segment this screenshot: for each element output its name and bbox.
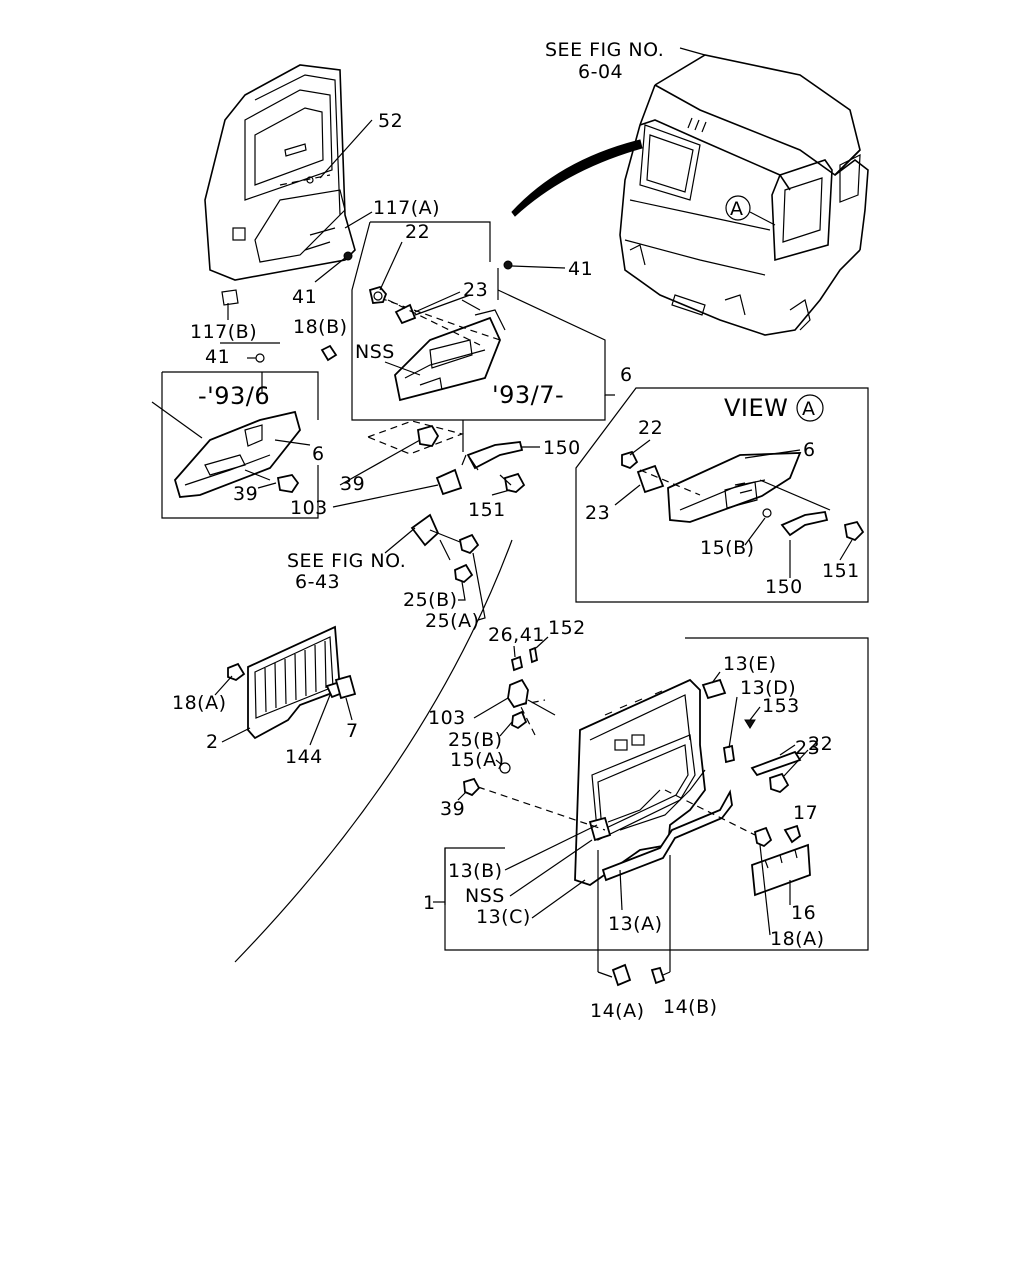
cab-illustration: A	[511, 47, 869, 336]
trim-panel-2	[227, 625, 357, 740]
label-1: 1	[423, 892, 436, 914]
label-39-c: 39	[440, 798, 465, 820]
label-39-a: 39	[233, 483, 258, 505]
see-fig-643-line1: SEE FIG NO.	[287, 550, 406, 572]
view-label-150: 150	[765, 576, 803, 598]
box-93-7	[351, 221, 606, 421]
label-144: 144	[285, 746, 323, 768]
label-13b: 13(B)	[448, 860, 503, 882]
label-6-right: 6	[620, 364, 633, 386]
label-41-left: 41	[292, 286, 317, 308]
see-fig-643-line2: 6-43	[295, 571, 340, 593]
label-25b-b: 25(B)	[448, 729, 503, 751]
label-150: 150	[543, 437, 581, 459]
label-117b: 117(B)	[190, 321, 257, 343]
door-trim-assembly	[444, 637, 869, 951]
callout-a-cab: A	[730, 198, 744, 220]
label-nss-b: NSS	[465, 885, 505, 907]
view-label-15b: 15(B)	[700, 537, 755, 559]
view-label-6: 6	[803, 439, 816, 461]
view-label-22: 22	[638, 417, 663, 439]
label-23-top: 23	[463, 279, 488, 301]
label-117a: 117(A)	[373, 197, 440, 219]
range-93-6: -'93/6	[198, 382, 270, 410]
label-152: 152	[548, 617, 586, 639]
see-fig-604-line1: SEE FIG NO.	[545, 39, 664, 61]
label-25a: 25(A)	[425, 610, 480, 632]
label-6-left: 6	[312, 443, 325, 465]
label-18b: 18(B)	[293, 316, 348, 338]
label-14b: 14(B)	[663, 996, 718, 1018]
label-17: 17	[793, 802, 818, 824]
range-93-7: '93/7-	[492, 381, 564, 409]
label-7: 7	[346, 720, 359, 742]
label-13d: 13(D)	[740, 677, 796, 699]
label-13c: 13(C)	[476, 906, 531, 928]
see-fig-604-line2: 6-04	[578, 61, 623, 83]
label-52: 52	[378, 110, 403, 132]
label-14a: 14(A)	[590, 1000, 645, 1022]
view-label-23: 23	[585, 502, 610, 524]
box-93-6	[151, 371, 319, 519]
label-41-mid: 41	[205, 346, 230, 368]
view-a-callout: A	[802, 398, 816, 420]
label-153: 153	[762, 695, 800, 717]
label-22-b: 22	[808, 733, 833, 755]
label-13e: 13(E)	[723, 653, 777, 675]
label-16: 16	[791, 902, 816, 924]
label-151: 151	[468, 499, 506, 521]
label-18a-a: 18(A)	[172, 692, 227, 714]
view-label-151: 151	[822, 560, 860, 582]
view-a-box	[575, 387, 869, 603]
label-25b-a: 25(B)	[403, 589, 458, 611]
door-outline	[204, 64, 356, 306]
label-41-right: 41	[568, 258, 593, 280]
label-nss-top: NSS	[355, 341, 395, 363]
label-18a-b: 18(A)	[770, 928, 825, 950]
label-103-b: 103	[428, 707, 466, 729]
label-2: 2	[206, 731, 219, 753]
label-13a: 13(A)	[608, 913, 663, 935]
label-26-41: 26,41	[488, 624, 545, 646]
label-22-top: 22	[405, 221, 430, 243]
label-15a: 15(A)	[450, 749, 505, 771]
label-23-b: 23	[795, 737, 820, 759]
label-103-a: 103	[290, 497, 328, 519]
view-a-title: VIEW	[724, 394, 788, 422]
label-39-b: 39	[340, 473, 365, 495]
